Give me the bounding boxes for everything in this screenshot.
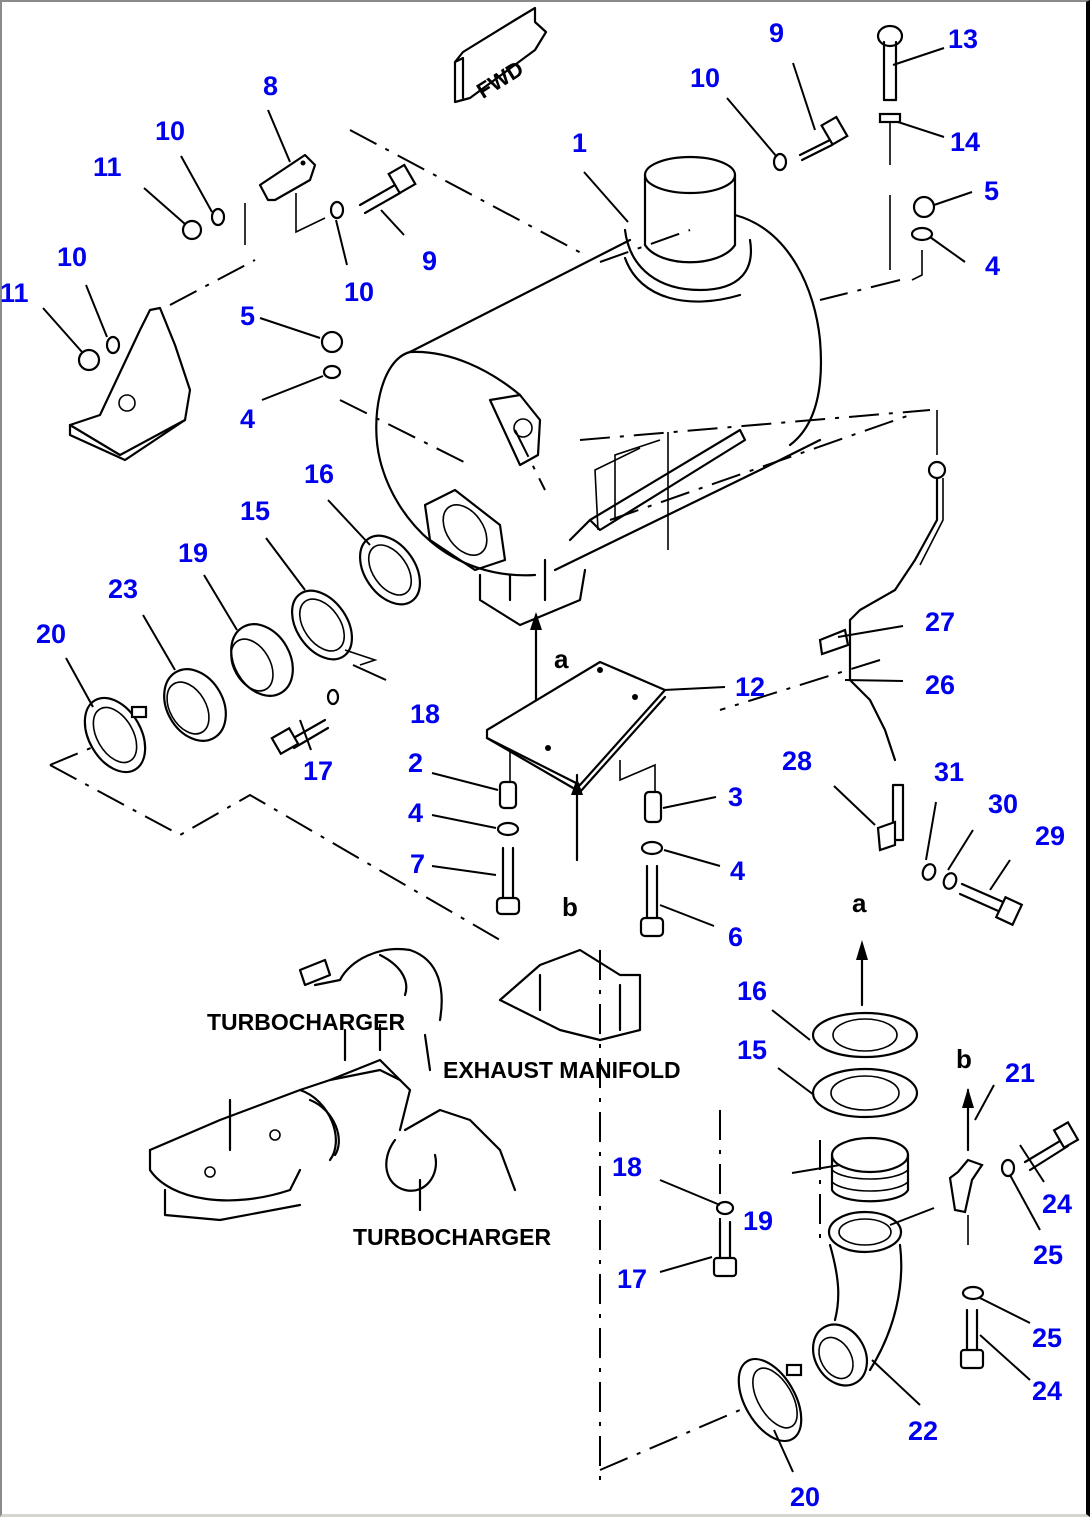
callout-19: 19 (743, 1206, 773, 1236)
callout-7: 7 (410, 849, 425, 879)
callout-13: 13 (948, 24, 978, 54)
callout-10: 10 (690, 63, 720, 93)
callout-leaders (42, 47, 1045, 1473)
marker-b-top: b (562, 892, 578, 922)
callout-10: 10 (344, 277, 374, 307)
callout-29: 29 (1035, 821, 1065, 851)
callout-21: 21 (1005, 1058, 1035, 1088)
label-exhaust-manifold: EXHAUST MANIFOLD (443, 1057, 681, 1083)
drain-tube (818, 410, 1024, 927)
callout-numbers: 1 2 3 4 4 4 4 5 5 6 7 8 9 9 10 10 10 10 … (0, 18, 1072, 1512)
callout-24: 24 (1032, 1376, 1062, 1406)
callout-25: 25 (1033, 1240, 1063, 1270)
callout-28: 28 (782, 746, 812, 776)
callout-17: 17 (617, 1264, 647, 1294)
callout-27: 27 (925, 607, 955, 637)
callout-2: 2 (408, 748, 423, 778)
label-turbocharger-upper: TURBOCHARGER (207, 1009, 405, 1035)
connection-markers: a b a b (554, 644, 972, 1074)
callout-15: 15 (737, 1035, 767, 1065)
callout-26: 26 (925, 670, 955, 700)
callout-16: 16 (304, 459, 334, 489)
part-name-labels: TURBOCHARGER EXHAUST MANIFOLD TURBOCHARG… (207, 1009, 681, 1250)
callout-9: 9 (422, 246, 437, 276)
callout-10: 10 (155, 116, 185, 146)
right-pipe-components (712, 1011, 1080, 1443)
callout-4: 4 (408, 798, 423, 828)
callout-5: 5 (240, 301, 255, 331)
callout-8: 8 (263, 71, 278, 101)
connection-arrows-top (530, 612, 974, 1152)
bracket-8 (244, 153, 326, 245)
callout-4: 4 (985, 251, 1000, 281)
callout-31: 31 (934, 757, 964, 787)
callout-15: 15 (240, 496, 270, 526)
fwd-direction-sign: FWD (453, 6, 548, 104)
callout-18: 18 (612, 1152, 642, 1182)
callout-24: 24 (1042, 1189, 1072, 1219)
callout-4: 4 (240, 404, 255, 434)
callout-22: 22 (908, 1416, 938, 1446)
left-mount-bracket (68, 306, 192, 462)
callout-3: 3 (728, 782, 743, 812)
assembly-guide-lines (49, 129, 931, 1490)
callout-5: 5 (984, 176, 999, 206)
callout-4: 4 (730, 856, 745, 886)
callout-17: 17 (303, 756, 333, 786)
callout-20: 20 (790, 1482, 820, 1512)
callout-11: 11 (93, 152, 122, 182)
callout-9: 9 (769, 18, 784, 48)
callout-20: 20 (36, 619, 66, 649)
muffler-body (375, 155, 822, 627)
marker-a-top: a (554, 644, 569, 674)
callout-12: 12 (735, 672, 765, 702)
callout-19: 19 (178, 538, 208, 568)
callout-18: 18 (410, 699, 440, 729)
callout-1: 1 (572, 128, 587, 158)
callout-10: 10 (57, 242, 87, 272)
marker-a-bottom: a (852, 888, 867, 918)
callout-14: 14 (950, 127, 980, 157)
callout-16: 16 (737, 976, 767, 1006)
callout-23: 23 (108, 574, 138, 604)
marker-b-bottom: b (956, 1044, 972, 1074)
fasteners (77, 24, 936, 380)
turbocharger-manifold-illustration (148, 947, 642, 1222)
left-pipe-components (83, 534, 422, 774)
fwd-sign-text: FWD (472, 56, 528, 104)
callout-30: 30 (988, 789, 1018, 819)
callout-25: 25 (1032, 1323, 1062, 1353)
callout-11: 11 (0, 278, 29, 308)
callout-6: 6 (728, 922, 743, 952)
label-turbocharger-lower: TURBOCHARGER (353, 1224, 551, 1250)
